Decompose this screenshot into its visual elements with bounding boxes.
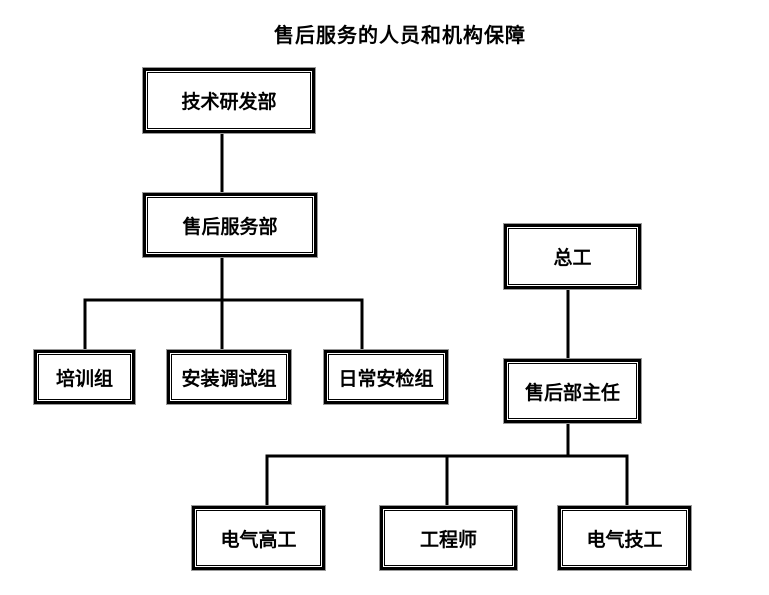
node-label: 安装调试组 <box>181 367 277 390</box>
node-tech-rd: 技术研发部 <box>143 68 315 133</box>
page-title: 售后服务的人员和机构保障 <box>274 23 526 47</box>
node-label: 培训组 <box>55 367 113 390</box>
node-label: 工程师 <box>419 528 477 551</box>
node-electrical-technician: 电气技工 <box>558 506 691 570</box>
node-label: 售后部主任 <box>524 381 620 404</box>
node-daily-safety: 日常安检组 <box>324 350 448 404</box>
node-label: 日常安检组 <box>338 367 434 390</box>
node-training: 培训组 <box>34 350 135 404</box>
node-chief-engineer: 总工 <box>504 224 641 289</box>
node-label: 售后服务部 <box>182 215 278 238</box>
node-label: 技术研发部 <box>181 91 277 113</box>
node-electrical-senior: 电气高工 <box>192 506 325 570</box>
node-after-sales-director: 售后部主任 <box>504 359 641 423</box>
node-install-debug: 安装调试组 <box>167 350 291 404</box>
node-label: 电气技工 <box>586 528 663 551</box>
node-label: 总工 <box>553 247 592 269</box>
node-after-sales-dept: 售后服务部 <box>143 193 317 257</box>
node-engineer: 工程师 <box>380 506 517 570</box>
node-label: 电气高工 <box>220 528 297 551</box>
